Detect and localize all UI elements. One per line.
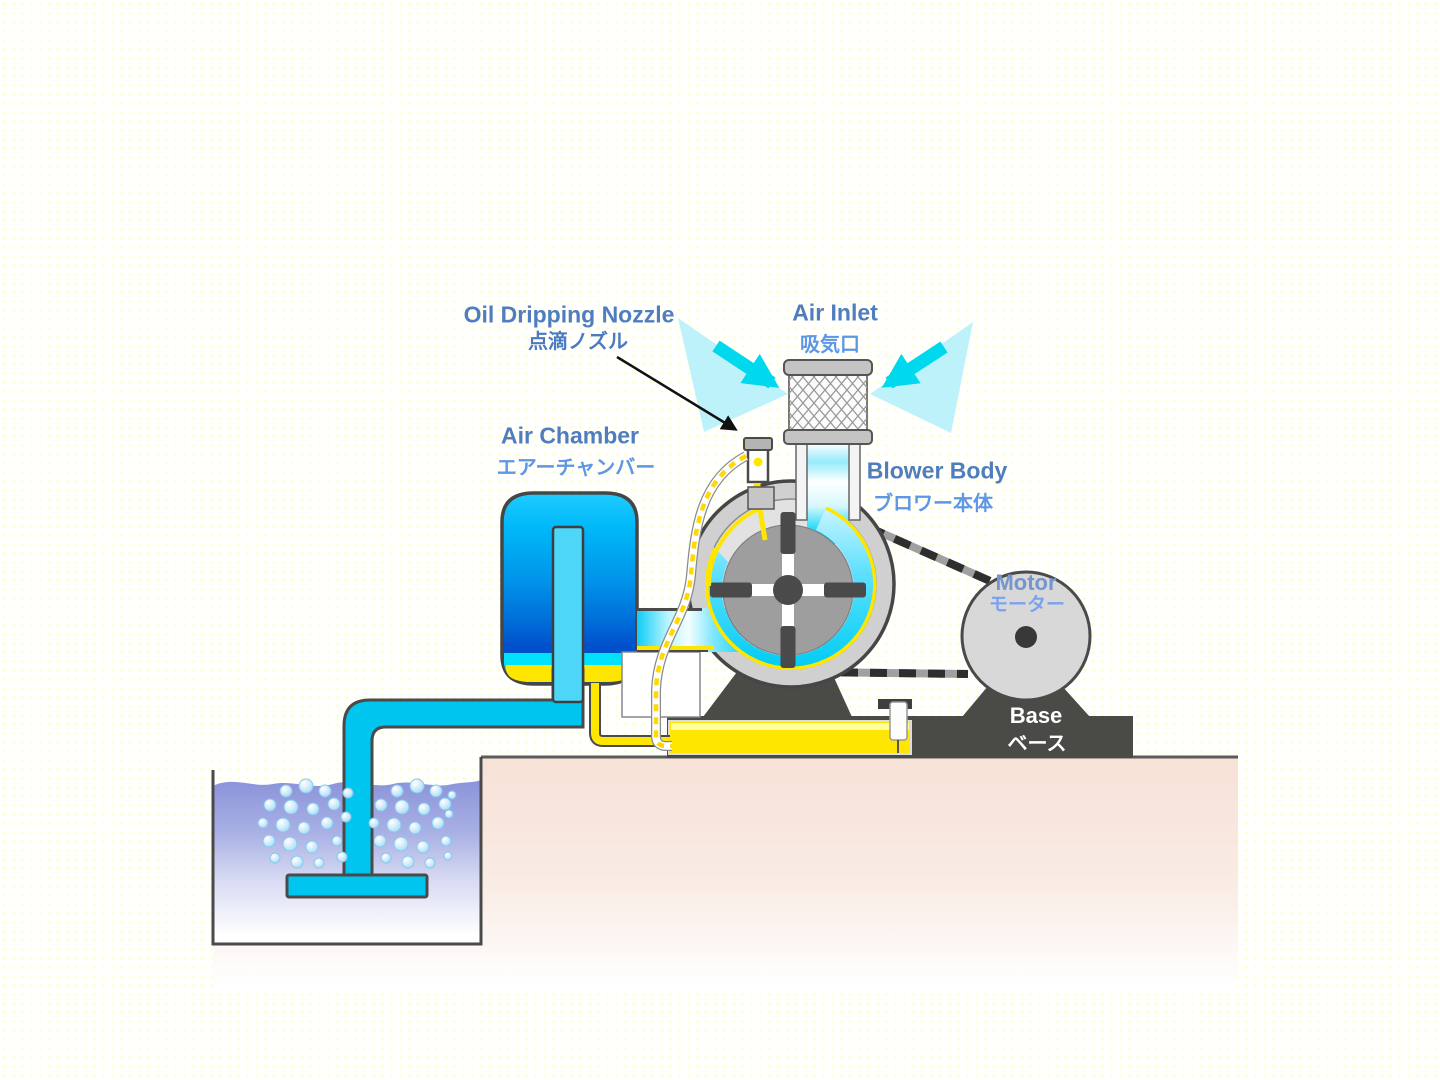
air-inlet-label-jp: 吸気口 bbox=[800, 334, 860, 356]
base-label-en: Base bbox=[1009, 703, 1063, 728]
air-chamber-label-en: Air Chamber bbox=[500, 422, 640, 449]
rotor-hub bbox=[773, 575, 803, 605]
base-label-jp: ベース bbox=[1007, 733, 1067, 755]
blower-body bbox=[637, 443, 896, 689]
air-glow-right bbox=[870, 322, 973, 433]
rotor-vane-left bbox=[710, 582, 752, 598]
air-flow-arrow-right bbox=[881, 341, 948, 389]
rotor bbox=[710, 512, 866, 668]
air-inlet-label-en: Air Inlet bbox=[792, 299, 878, 326]
annotation-arrow bbox=[616, 355, 738, 431]
chamber-drop-pipe bbox=[551, 525, 585, 704]
oil-nozzle-label-jp: 点滴ノズル bbox=[528, 331, 628, 353]
air-flow bbox=[678, 318, 973, 433]
motor-label-jp: モーター bbox=[988, 594, 1066, 616]
rotor-vane-top bbox=[780, 512, 796, 554]
air-filter bbox=[783, 359, 873, 445]
air-flow-arrow-left bbox=[712, 340, 780, 389]
blower-body-label-jp: ブロワー本体 bbox=[873, 493, 993, 515]
motor-shaft bbox=[1015, 626, 1037, 648]
aeration-pipe bbox=[285, 525, 585, 899]
bubbles bbox=[257, 778, 457, 869]
air-chamber-label-jp: エアーチャンバー bbox=[496, 457, 656, 479]
drain-plug bbox=[878, 699, 912, 753]
air-glow-left bbox=[678, 318, 788, 432]
diffuser bbox=[285, 873, 429, 899]
oil-suction-tube bbox=[651, 451, 749, 751]
oil-return-pipe bbox=[589, 683, 670, 747]
motor-pulley bbox=[960, 570, 1092, 702]
oil-nozzle-label-en: Oil Dripping Nozzle bbox=[463, 301, 675, 328]
blower-body-label-en: Blower Body bbox=[866, 457, 1008, 484]
rotor-vane-bottom bbox=[780, 626, 796, 668]
rotor-vane-right bbox=[824, 582, 866, 598]
motor-label-en: Motor bbox=[995, 570, 1057, 595]
oil-nozzle bbox=[743, 437, 775, 510]
